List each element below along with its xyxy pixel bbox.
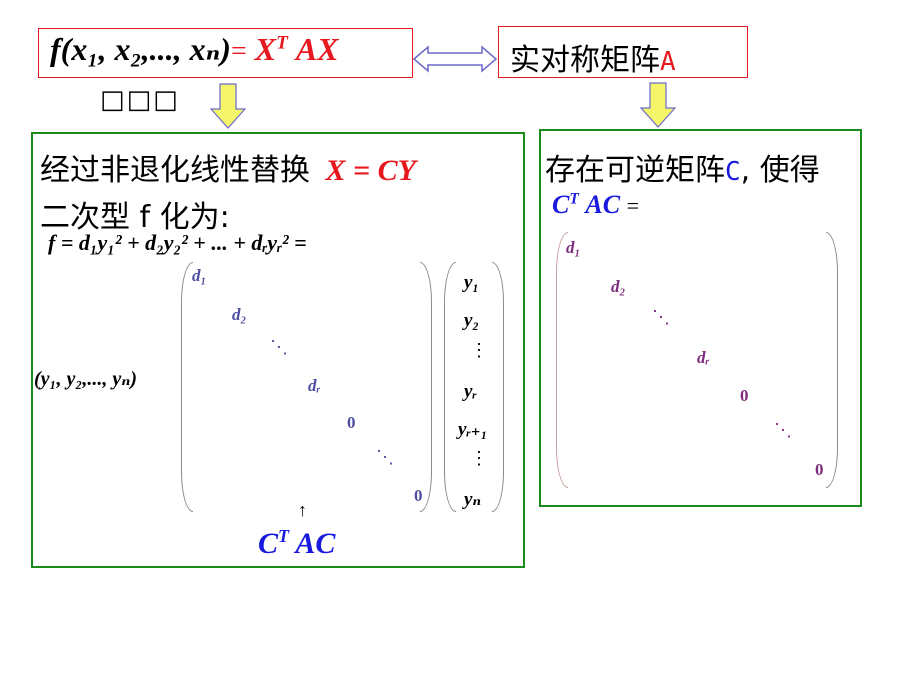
right-ctac-eq: = (626, 193, 639, 218)
right-line1: 存在可逆矩阵C, 使得 (545, 145, 820, 189)
col-vdots1: ⋮ (470, 340, 488, 360)
right-diag-dr: dᵣ (697, 348, 710, 367)
substitution-formula: X = CY (325, 154, 416, 187)
right-matrix-paren-close (826, 232, 838, 488)
left-line2: 二次型 f 化为: (40, 200, 230, 235)
col-vector-paren-close (492, 262, 504, 512)
col-yr: yᵣ (464, 381, 477, 402)
right-ctac-AC: AC (585, 190, 621, 219)
right-diag-dots2: ⋱ (774, 420, 792, 440)
left-diag-d2: d₂ (232, 305, 247, 324)
right-ctac: CT AC = (552, 190, 639, 220)
right-matrix-paren-open (556, 232, 568, 488)
right-diag-zero1: 0 (740, 386, 749, 405)
down-arrow-left-icon (210, 83, 246, 129)
col-yr1: yᵣ₊₁ (458, 419, 488, 440)
left-diag-dots1: ⋱ (270, 337, 288, 357)
right-diag-d1: d₁ (566, 238, 581, 257)
formula-lhs: f(x₁, x₂,..., xₙ) (50, 31, 231, 67)
col-yn: yₙ (464, 489, 482, 510)
left-ctac-T: T (278, 526, 290, 546)
formula-AX: AX (295, 31, 339, 67)
left-diag-dr: dᵣ (308, 376, 321, 395)
col-y2: y₂ (464, 310, 480, 331)
col-y1: y₁ (464, 272, 480, 293)
left-matrix-paren-close (420, 262, 432, 512)
col-vdots2: ⋮ (470, 448, 488, 468)
right-ctac-C: C (552, 190, 570, 219)
right-line1-C: C (725, 157, 741, 187)
symmetric-matrix-A: A (660, 47, 676, 77)
left-ctac-C: C (258, 527, 279, 560)
left-panel (31, 132, 525, 568)
formula-X: X (254, 31, 277, 67)
garbled-label: □□□ (100, 85, 180, 115)
left-matrix-paren-open (181, 262, 193, 512)
right-line1-text-b: , 使得 (740, 153, 820, 188)
down-arrow-right-icon (640, 82, 676, 128)
left-diag-zero2: 0 (414, 486, 423, 505)
left-line1-text: 经过非退化线性替换 (40, 153, 310, 188)
quadratic-form-box (38, 28, 413, 78)
up-arrow-icon: ↑ (298, 500, 307, 520)
right-diag-dots1: ⋱ (652, 307, 670, 327)
symmetric-matrix-label: 实对称矩阵 (510, 43, 660, 78)
f-expression: f = d₁y₁² + d₂y₂² + ... + dᵣyᵣ² = (48, 230, 307, 255)
left-ctac-AC: AC (295, 527, 336, 560)
right-diag-zero2: 0 (815, 460, 824, 479)
right-ctac-T: T (569, 190, 579, 208)
quadratic-form-formula: f(x₁, x₂,..., xₙ)= XT AX (50, 30, 339, 68)
formula-T: T (276, 32, 288, 54)
left-diag-dots2: ⋱ (376, 447, 394, 467)
col-vector-paren-open (444, 262, 456, 512)
formula-eq: = (230, 36, 247, 67)
right-diag-d2: d₂ (611, 277, 626, 296)
right-line1-text: 存在可逆矩阵 (545, 153, 725, 188)
right-panel (539, 129, 862, 507)
left-line1: 经过非退化线性替换 X = CY (40, 145, 416, 189)
double-arrow-icon (412, 45, 498, 73)
left-diag-d1: d₁ (192, 266, 207, 285)
left-diag-zero1: 0 (347, 413, 356, 432)
symmetric-matrix-text: 实对称矩阵A (510, 35, 676, 79)
left-ctac: CT AC (258, 526, 335, 561)
symmetric-matrix-box (498, 26, 748, 78)
row-vector: (y₁, y₂,..., yₙ) (34, 368, 138, 390)
